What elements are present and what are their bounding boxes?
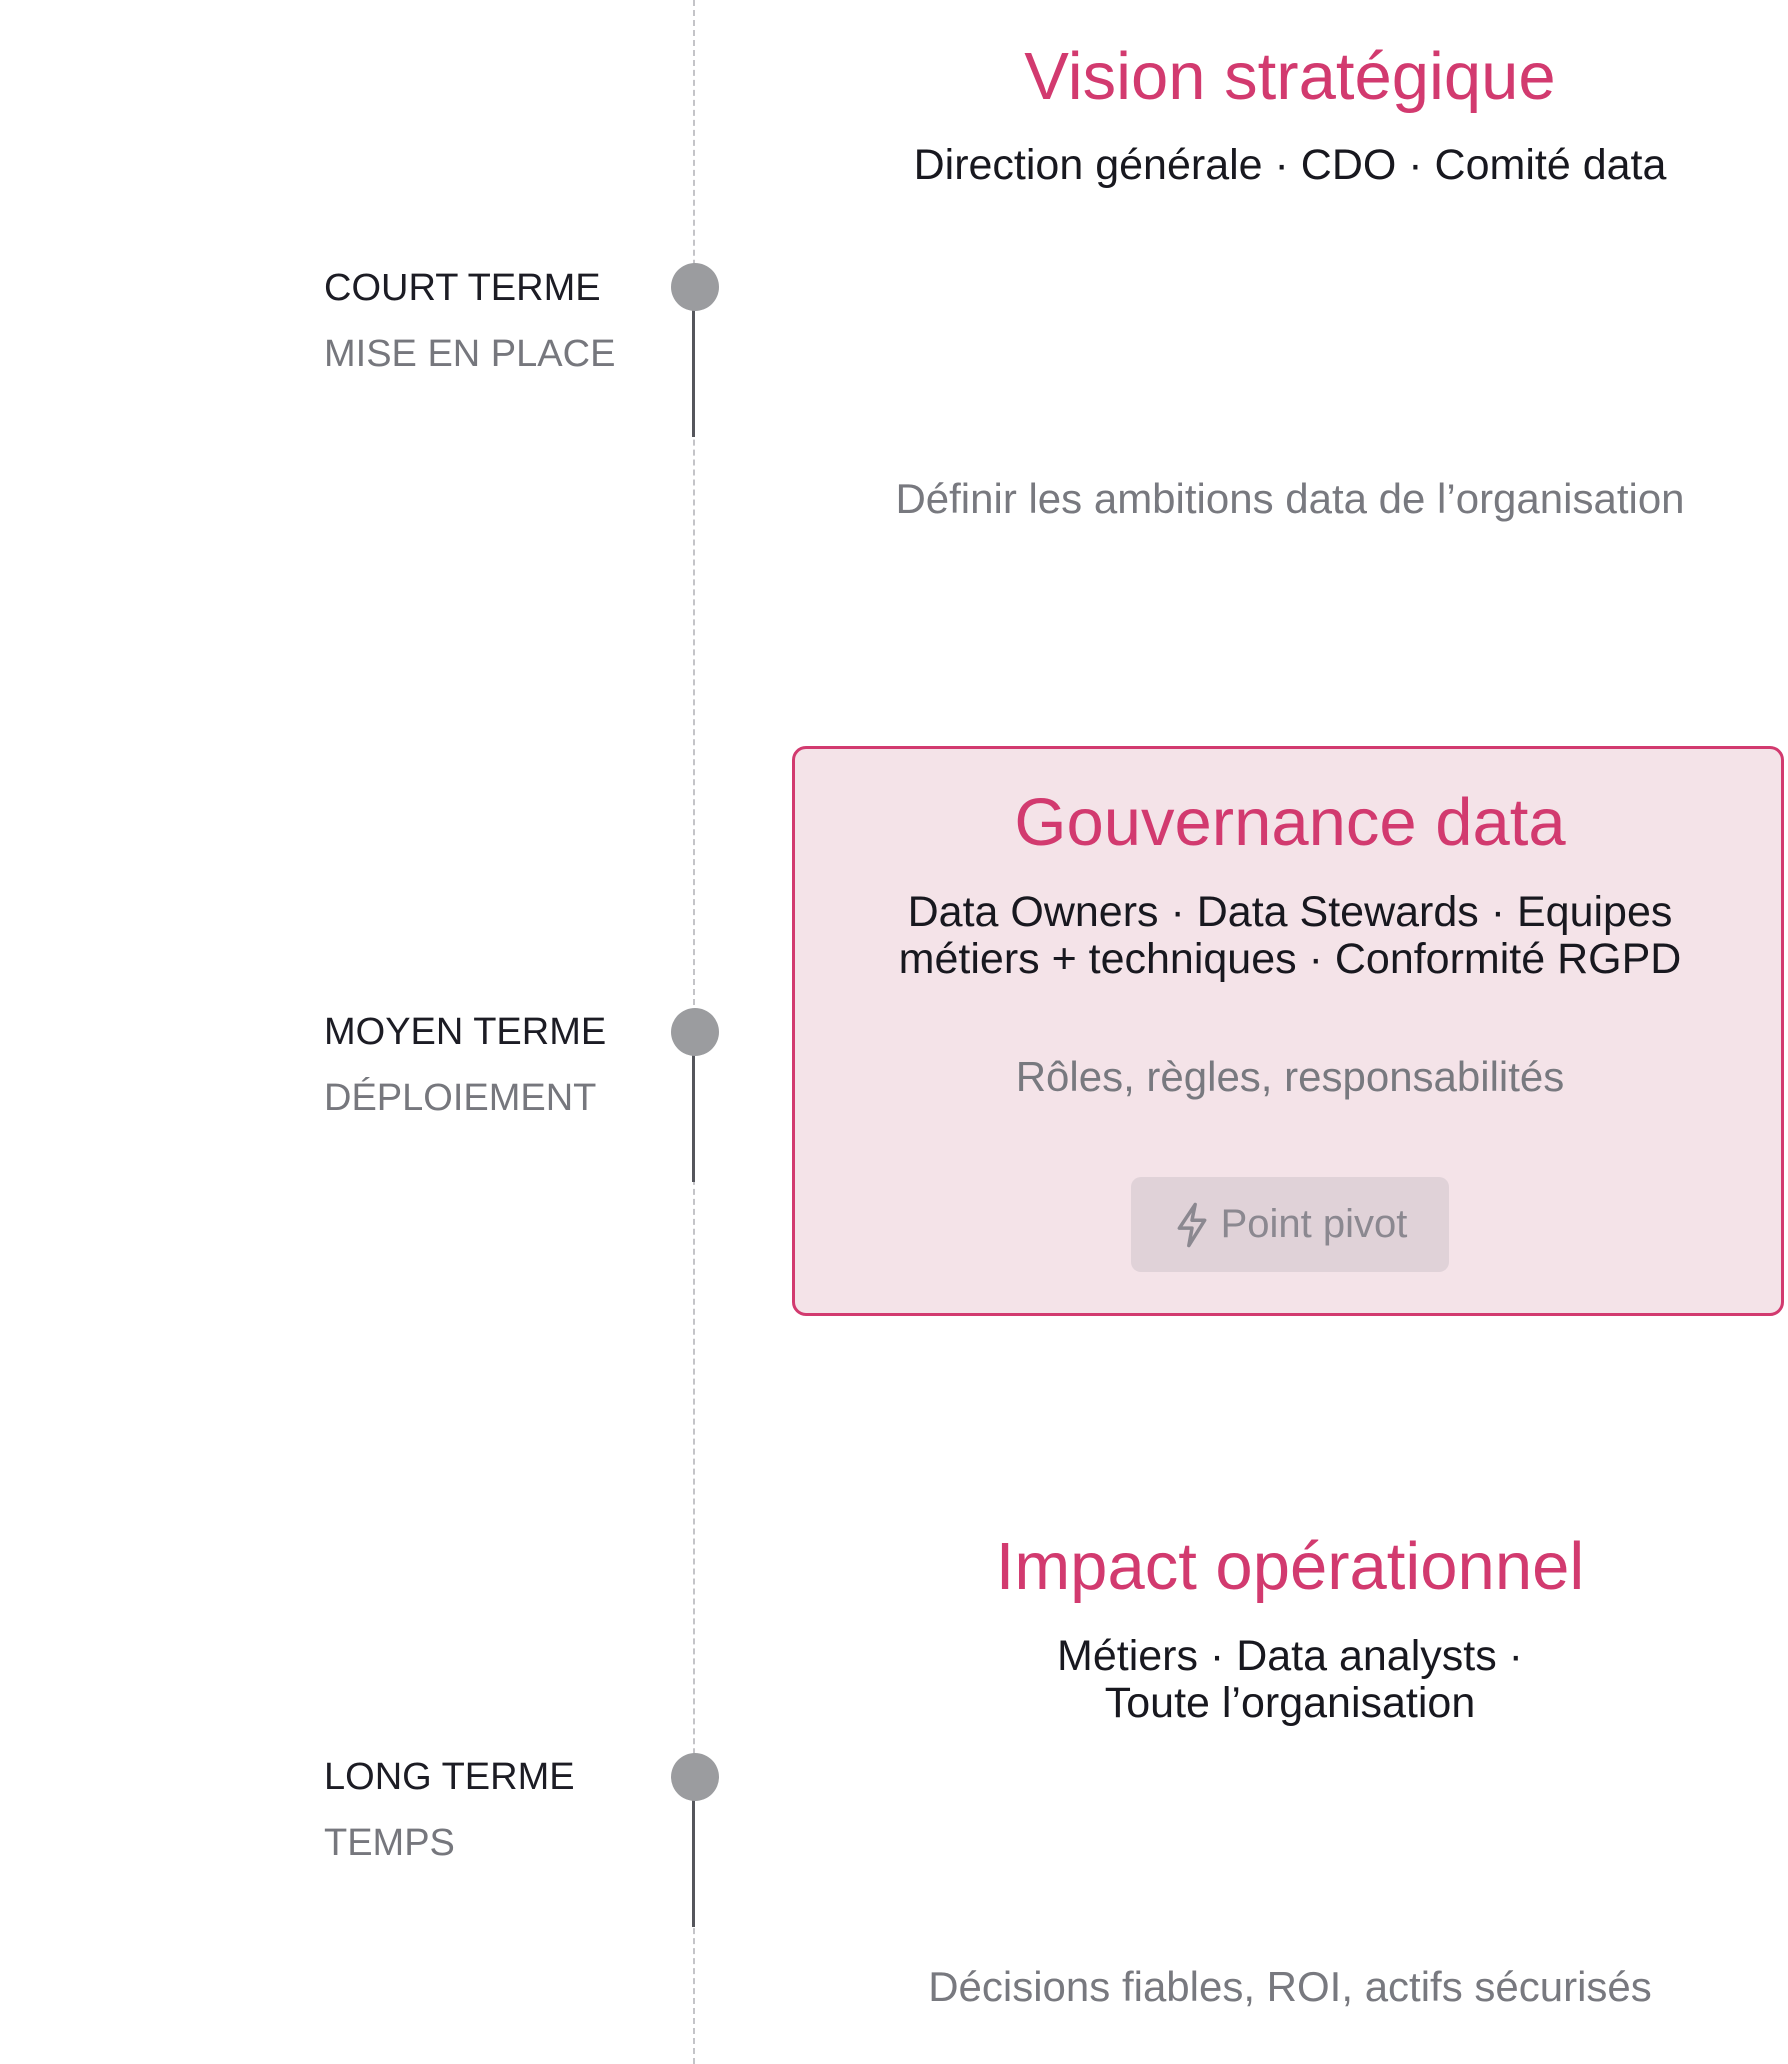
phase-term-mid: MOYEN TERME (324, 1011, 607, 1053)
actors-line-1: Métiers · Data analysts · (1057, 1632, 1523, 1680)
lightning-icon (1177, 1202, 1207, 1247)
block-note-vision: Définir les ambitions data de l’organisa… (895, 475, 1685, 522)
phase-term-short: COURT TERME (324, 267, 601, 309)
pivot-badge: Point pivot (1131, 1177, 1449, 1272)
phase-label-setup: MISE EN PLACE (324, 333, 616, 375)
block-note-governance: Rôles, règles, responsabilités (1015, 1053, 1565, 1100)
marker-long-term (671, 1753, 719, 1801)
marker-stem-short-term (692, 310, 695, 437)
actors-line-2: métiers + techniques · Conformité RGPD (898, 935, 1682, 983)
marker-stem-mid-term (692, 1055, 695, 1182)
pivot-badge-label: Point pivot (1220, 1202, 1408, 1246)
actors-line-1: Data Owners · Data Stewards · Equipes (907, 888, 1673, 936)
block-actors-governance: Data Owners · Data Stewards · Equipes mé… (790, 889, 1788, 983)
marker-short-term (671, 263, 719, 311)
actors-line-2: Toute l’organisation (1104, 1679, 1476, 1727)
phase-label-time: TEMPS (324, 1822, 455, 1864)
phase-term-long: LONG TERME (324, 1756, 575, 1798)
block-actors-impact: Métiers · Data analysts · Toute l’organi… (790, 1633, 1788, 1727)
marker-stem-long-term (692, 1800, 695, 1927)
block-title-impact: Impact opérationnel (995, 1529, 1585, 1604)
block-actors-vision: Direction générale · CDO · Comité data (913, 141, 1667, 189)
marker-mid-term (671, 1008, 719, 1056)
block-title-governance: Gouvernance data (1014, 785, 1566, 860)
block-note-impact: Décisions fiables, ROI, actifs sécurisés (928, 1963, 1652, 2010)
phase-label-deployment: DÉPLOIEMENT (324, 1077, 597, 1119)
block-title-vision: Vision stratégique (1024, 39, 1556, 114)
